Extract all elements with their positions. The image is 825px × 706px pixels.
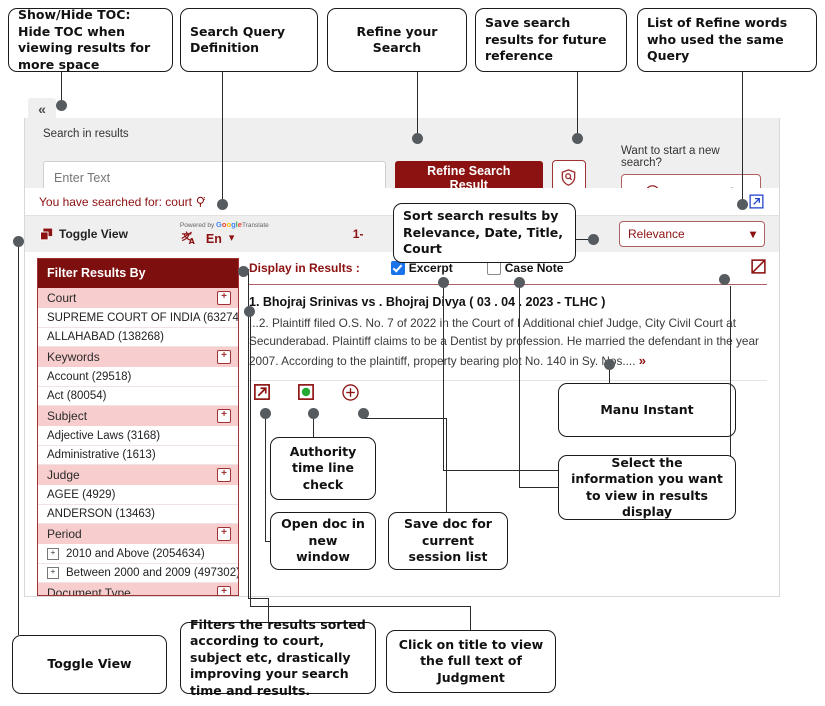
svg-text:文: 文	[182, 230, 192, 243]
checkbox-case-note[interactable]: Case Note	[486, 261, 564, 275]
list-item[interactable]: Act (80054)	[38, 387, 238, 406]
save-doc-button[interactable]	[341, 383, 360, 402]
plus-circle-icon	[342, 384, 359, 401]
callout-save-doc: Save doc for current session list	[388, 512, 508, 570]
sort-select[interactable]: Relevance ▾	[619, 221, 765, 247]
google-translate-widget[interactable]: Powered by GoogleTranslate 文 A En ▾	[180, 221, 269, 248]
translate-powered-label: Powered by GoogleTranslate	[179, 219, 269, 229]
checkbox-label: Case Note	[504, 261, 564, 275]
group-label: Period	[47, 527, 82, 541]
sidebar-group-court[interactable]: Court +	[38, 288, 238, 309]
expand-icon[interactable]: +	[217, 350, 231, 364]
query-magnifier-icon[interactable]	[195, 195, 208, 209]
expand-icon[interactable]: +	[217, 586, 231, 595]
expand-icon[interactable]: +	[47, 548, 59, 560]
checkbox-icon[interactable]	[486, 261, 501, 275]
list-item[interactable]: SUPREME COURT OF INDIA (63274)	[38, 309, 238, 328]
callout-save-search-results: Save search results for future reference	[475, 8, 627, 72]
show-more-icon[interactable]: »	[638, 352, 646, 368]
group-label: Document Type	[47, 586, 131, 596]
list-item[interactable]: Administrative (1613)	[38, 446, 238, 465]
search-in-results-label: Search in results	[43, 128, 129, 140]
list-item-label: 2010 and Above (2054634)	[66, 548, 205, 560]
callout-list-of-refine-words: List of Refine words who used the same Q…	[637, 8, 817, 72]
square-slash-icon	[751, 259, 766, 274]
new-search-question: Want to start a new search?	[621, 145, 720, 169]
sidebar-group-document-type[interactable]: Document Type +	[38, 583, 238, 596]
toggle-view-label: Toggle View	[59, 227, 128, 241]
list-item-label: Between 2000 and 2009 (497302)	[66, 567, 239, 579]
callout-authority-timeline: Authority time line check	[270, 437, 376, 500]
expand-icon[interactable]: +	[217, 409, 231, 423]
callout-toggle-view: Toggle View	[12, 635, 167, 694]
callout-sort-search-results: Sort search results by Relevance, Date, …	[393, 203, 576, 263]
display-in-results-row: Display in Results : Excerpt Case Note	[249, 258, 767, 285]
checkbox-excerpt[interactable]: Excerpt	[390, 261, 453, 275]
result-count: 1-	[352, 227, 364, 241]
callout-refine-your-search: Refine your Search	[327, 8, 467, 72]
sidebar-group-keywords[interactable]: Keywords +	[38, 347, 238, 368]
result-excerpt-text: ...2. Plaintiff filed O.S. No. 7 of 2022…	[249, 316, 759, 368]
list-item[interactable]: ALLAHABAD (138268)	[38, 328, 238, 347]
list-item[interactable]: AGEE (4929)	[38, 486, 238, 505]
shield-search-icon	[561, 169, 576, 186]
result-action-icons	[249, 383, 767, 402]
callout-click-title: Click on title to view the full text of …	[386, 630, 556, 693]
callout-filters: Filters the results sorted according to …	[180, 617, 376, 698]
external-link-icon	[749, 194, 764, 209]
toggle-toc-button[interactable]: «	[28, 98, 56, 120]
chevron-down-icon: ▾	[749, 227, 756, 241]
callout-select-information: Select the information you want to view …	[558, 455, 736, 520]
display-in-results-label: Display in Results :	[249, 261, 360, 275]
filter-sidebar-header: Filter Results By	[38, 259, 238, 288]
sidebar-group-period[interactable]: Period +	[38, 524, 238, 545]
group-label: Subject	[47, 409, 88, 423]
open-external-icon[interactable]	[748, 193, 765, 210]
sidebar-group-subject[interactable]: Subject +	[38, 406, 238, 427]
checkbox-icon[interactable]	[390, 261, 405, 275]
callout-search-query-definition: Search Query Definition	[180, 8, 318, 72]
external-link-icon	[254, 384, 270, 401]
callout-manu-instant: Manu Instant	[558, 383, 736, 437]
sidebar-group-judge[interactable]: Judge +	[38, 465, 238, 486]
expand-icon[interactable]: +	[47, 567, 59, 579]
list-item[interactable]: + 2010 and Above (2054634)	[38, 545, 238, 564]
sort-value: Relevance	[628, 227, 685, 241]
callout-open-doc-new-window: Open doc in new window	[270, 512, 376, 570]
open-in-new-window-button[interactable]	[253, 383, 271, 401]
searched-for-text: You have searched for: court	[39, 194, 192, 209]
list-item[interactable]: Adjective Laws (3168)	[38, 427, 238, 446]
green-status-square-icon	[298, 384, 314, 401]
toggle-view-icon	[40, 228, 53, 240]
list-item[interactable]: Account (29518)	[38, 368, 238, 387]
expand-icon[interactable]: +	[217, 291, 231, 305]
list-item[interactable]: ANDERSON (13463)	[38, 505, 238, 524]
group-label: Keywords	[47, 350, 100, 364]
expand-icon[interactable]: +	[217, 527, 231, 541]
group-label: Judge	[47, 468, 80, 482]
translate-icon: 文 A	[181, 230, 195, 246]
filter-sidebar: Filter Results By Court + SUPREME COURT …	[37, 258, 239, 596]
result-excerpt: ...2. Plaintiff filed O.S. No. 7 of 2022…	[249, 314, 767, 371]
translate-language: En	[205, 231, 222, 246]
result-title[interactable]: 1. Bhojraj Srinivas vs . Bhojraj Divya (…	[249, 295, 606, 309]
list-item[interactable]: + Between 2000 and 2009 (497302)	[38, 564, 238, 583]
search-results-app: Search in results Refine Search Result W…	[24, 118, 780, 597]
group-label: Court	[47, 291, 77, 305]
search-in-results-bar: Search in results Refine Search Result W…	[25, 118, 779, 210]
svg-text:A: A	[189, 237, 195, 246]
callout-show-hide-toc: Show/Hide TOC: Hide TOC when viewing res…	[8, 7, 173, 72]
chevron-down-icon[interactable]: ▾	[228, 232, 235, 245]
hide-excerpt-button[interactable]	[750, 258, 767, 278]
toggle-view-button[interactable]: Toggle View	[39, 227, 128, 242]
results-panel: Display in Results : Excerpt Case Note	[249, 258, 767, 596]
checkbox-label: Excerpt	[408, 261, 453, 275]
authority-timeline-button[interactable]	[297, 383, 315, 401]
expand-icon[interactable]: +	[217, 468, 231, 482]
